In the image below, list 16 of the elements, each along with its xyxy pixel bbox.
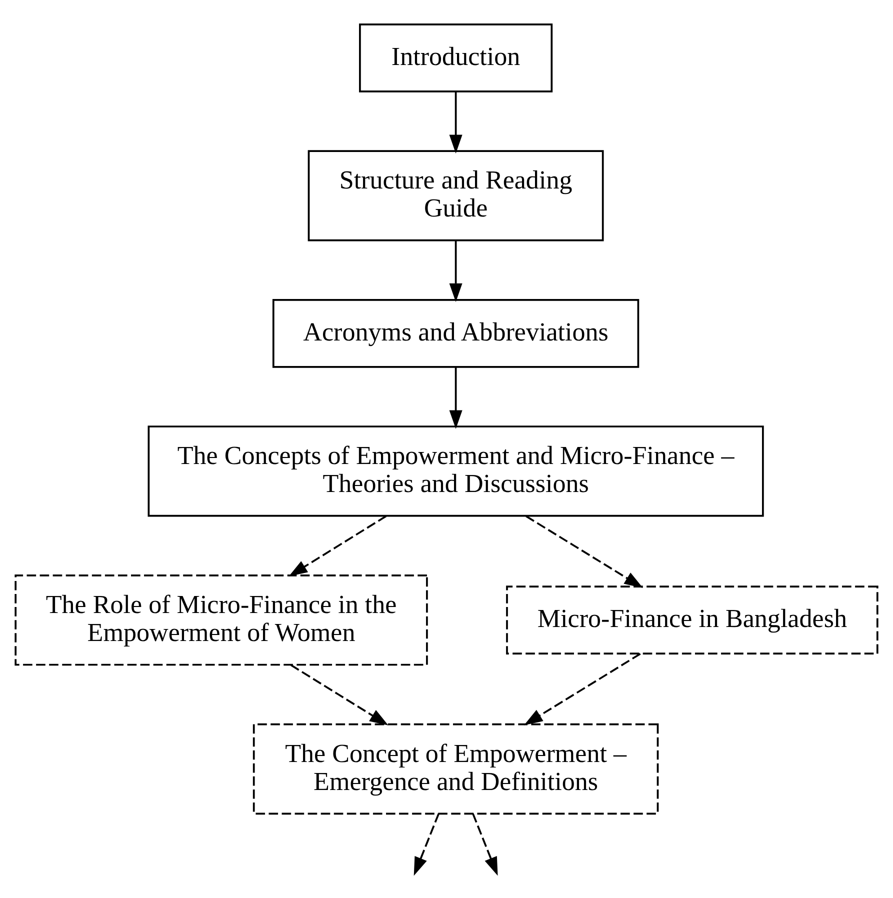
arrow xyxy=(449,366,462,428)
node-box: The Role of Micro-Finance in the Empowerment of Women xyxy=(14,574,428,666)
arrow xyxy=(290,664,388,725)
node-box: Structure and Reading Guide xyxy=(308,150,604,241)
arrow xyxy=(524,652,641,725)
arrow xyxy=(449,240,462,302)
arrow xyxy=(288,514,387,576)
arrow xyxy=(449,91,462,153)
arrow xyxy=(472,812,498,876)
arrow xyxy=(414,812,440,876)
node-box: Micro-Finance in Bangladesh xyxy=(506,585,878,654)
node-box: The Concepts of Empowerment and Micro-Finance – Theories and Discussions xyxy=(148,425,764,516)
arrow xyxy=(526,514,643,588)
node-box: Introduction xyxy=(359,23,553,92)
node-box: The Concept of Empowerment – Emergence and Definitions xyxy=(252,722,659,814)
node-box: Acronyms and Abbreviations xyxy=(272,298,640,368)
